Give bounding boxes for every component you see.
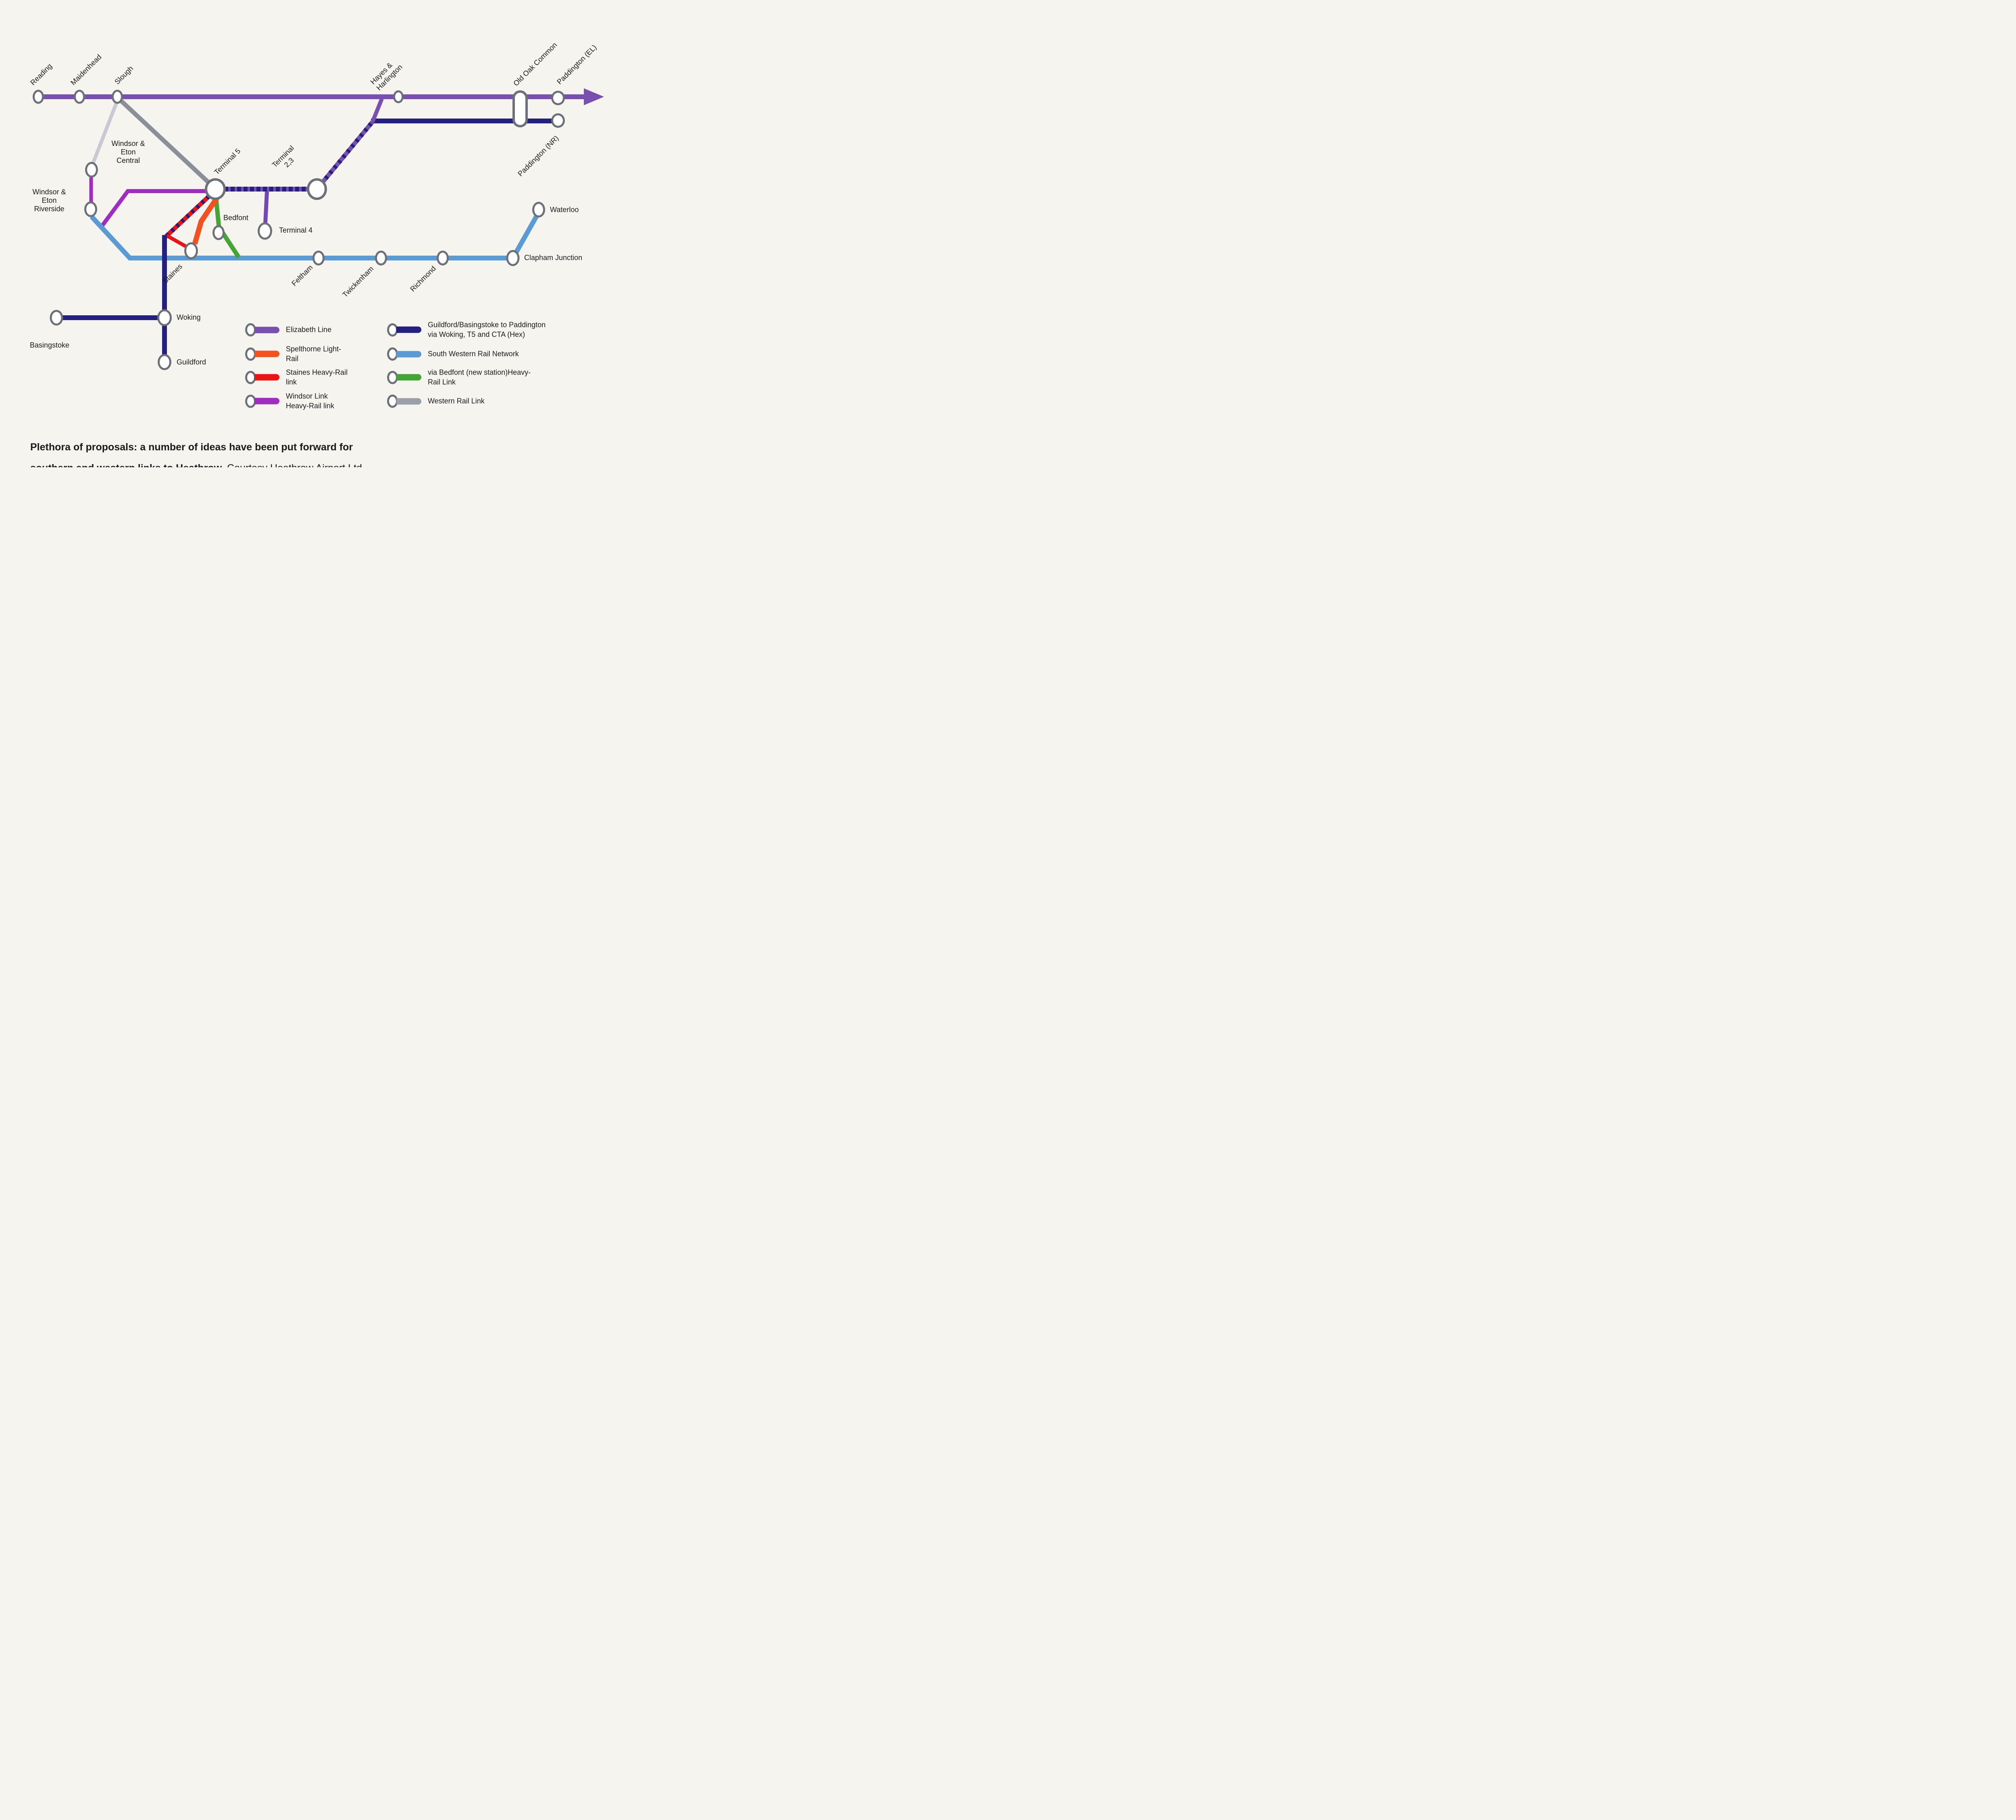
- station-terminal23: [307, 178, 327, 200]
- label-windsor-eton-riverside: Windsor & Eton Riverside: [32, 188, 66, 213]
- windsor-link-line: [99, 189, 206, 228]
- western-rail-link-line: [118, 98, 211, 185]
- station-windsor-eton-riverside: [84, 201, 97, 217]
- slough-windsor-line: [91, 99, 120, 164]
- legend-label-staines-link: Staines Heavy-Rail link: [286, 368, 348, 386]
- label-bedfont: Bedfont: [223, 214, 249, 222]
- station-maidenhead: [74, 90, 85, 104]
- staines-heavy-rail-line: [165, 234, 189, 249]
- caption: Plethora of proposals: a number of ideas…: [30, 415, 425, 468]
- legend-item-elizabeth: Elizabeth Line: [245, 323, 331, 337]
- legend-swatch-bedfont-link: [396, 374, 421, 381]
- station-twickenham: [375, 250, 387, 266]
- station-slough: [112, 90, 123, 104]
- label-basingstoke: Basingstoke: [30, 341, 70, 349]
- legend-swatch-swr: [396, 351, 421, 357]
- legend-swatch-hex: [396, 327, 421, 333]
- legend-item-swr: South Western Rail Network: [387, 347, 519, 361]
- station-terminal4: [258, 222, 272, 240]
- legend-swatch-spelthorne: [254, 351, 279, 357]
- rail-lines-layer: [38, 88, 604, 362]
- legend-swatch-staines-link: [254, 374, 279, 381]
- station-terminal5: [205, 178, 226, 200]
- hayes-junction-purple-link: [371, 98, 384, 123]
- legend-label-bedfont-link: via Bedfont (new station)Heavy- Rail Lin…: [428, 368, 531, 386]
- station-paddington-nr: [551, 113, 565, 128]
- heathrow-rail-proposals-map: Reading Maidenhead Slough Hayes & Harlin…: [0, 0, 632, 467]
- station-paddington-el: [551, 91, 565, 105]
- station-basingstoke: [50, 310, 63, 326]
- label-guildford: Guildford: [177, 358, 206, 366]
- south-western-rail-line: [90, 214, 513, 260]
- legend-swatch-western: [396, 398, 421, 404]
- cta-hayes-shared-stripes: [315, 120, 375, 191]
- label-windsor-eton-central: Windsor & Eton Central: [111, 140, 145, 165]
- legend-label-windsor-link: Windsor Link Heavy-Rail link: [286, 392, 335, 410]
- legend-label-elizabeth: Elizabeth Line: [286, 325, 332, 334]
- legend-item-windsor-link: Windsor Link Heavy-Rail link: [245, 391, 334, 411]
- station-reading: [33, 90, 44, 104]
- legend-label-spelthorne: Spelthorne Light- Rail: [286, 345, 342, 363]
- spelthorne-light-rail-line: [192, 196, 219, 245]
- caption-credit: Courtesy Heathrow Airport Ltd: [224, 462, 362, 467]
- station-guildford: [158, 354, 171, 370]
- label-woking: Woking: [177, 313, 201, 321]
- label-clapham-junction: Clapham Junction: [524, 254, 583, 262]
- station-windsor-eton-central: [85, 162, 98, 178]
- label-terminal4: Terminal 4: [279, 226, 313, 234]
- legend-station-icon: [387, 371, 398, 384]
- legend-item-staines-link: Staines Heavy-Rail link: [245, 368, 348, 387]
- station-woking: [157, 309, 172, 326]
- station-clapham-junction: [506, 250, 520, 266]
- legend-label-hex: Guildford/Basingstoke to Paddington via …: [428, 321, 546, 339]
- legend-label-western: Western Rail Link: [428, 397, 485, 405]
- station-richmond: [437, 250, 449, 266]
- station-waterloo: [532, 202, 545, 218]
- legend-label-swr: South Western Rail Network: [428, 350, 519, 358]
- legend-item-western: Western Rail Link: [387, 394, 485, 408]
- staines-hex-shared-stripes: [164, 194, 210, 239]
- legend-swatch-elizabeth: [254, 327, 279, 333]
- legend-item-hex: Guildford/Basingstoke to Paddington via …: [387, 320, 546, 340]
- station-old-oak-common: [512, 90, 528, 127]
- legend-item-spelthorne: Spelthorne Light- Rail: [245, 344, 341, 364]
- legend-item-bedfont-link: via Bedfont (new station)Heavy- Rail Lin…: [387, 368, 531, 387]
- clapham-waterloo-line: [514, 214, 539, 254]
- caption-bold: Plethora of proposals: a number of ideas…: [30, 441, 353, 468]
- station-hayes-harlington: [393, 90, 404, 103]
- legend-station-icon: [387, 323, 398, 337]
- terminal4-spur-line: [263, 191, 269, 224]
- elizabeth-line-arrowhead: [584, 88, 604, 105]
- station-bedfont: [212, 225, 225, 240]
- legend-swatch-windsor-link: [254, 398, 279, 404]
- label-waterloo: Waterloo: [550, 206, 579, 214]
- station-feltham: [312, 250, 325, 266]
- station-staines: [184, 242, 198, 259]
